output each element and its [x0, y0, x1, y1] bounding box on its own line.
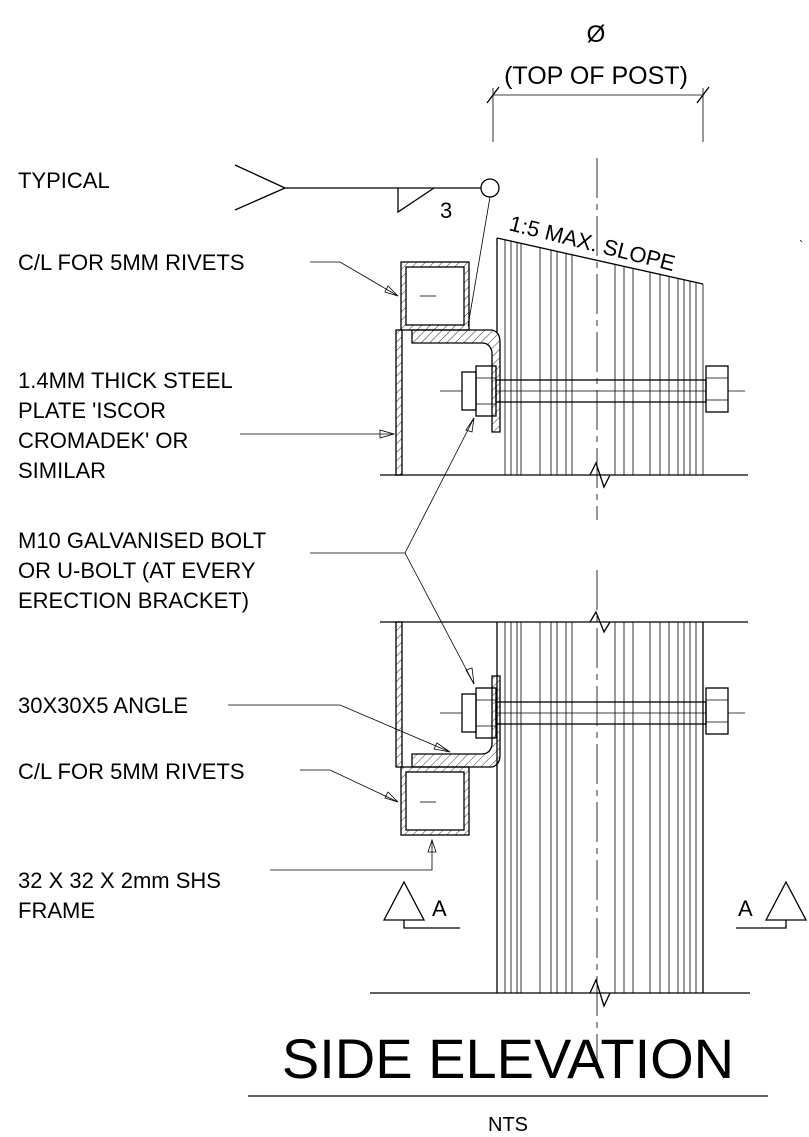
drawing-title: SIDE ELEVATION: [282, 1027, 734, 1090]
weld-all-around-circle: [480, 178, 500, 198]
weld-size: 3: [440, 198, 452, 223]
svg-text:OR U-BOLT (AT EVERY: OR U-BOLT (AT EVERY: [18, 558, 256, 583]
svg-text:CROMADEK' OR: CROMADEK' OR: [18, 428, 188, 453]
plate-label: 1.4MM THICK STEEL PLATE 'ISCOR CROMADEK'…: [18, 368, 233, 483]
steel-plate-upper: [395, 329, 403, 476]
shs-frame-lower: [400, 766, 470, 836]
frame-label: 32 X 32 X 2mm SHS FRAME: [18, 868, 221, 923]
bolt-lower: [440, 687, 745, 739]
svg-text:32 X 32 X 2mm SHS: 32 X 32 X 2mm SHS: [18, 868, 221, 893]
rivets-label-top: C/L FOR 5MM RIVETS: [18, 250, 245, 275]
section-right-label: A: [738, 896, 753, 921]
svg-text:SIMILAR: SIMILAR: [18, 458, 106, 483]
svg-text:1.4MM THICK STEEL: 1.4MM THICK STEEL: [18, 368, 233, 393]
shs-frame-upper: [400, 261, 470, 331]
post-dimension: Ø (TOP OF POST): [486, 21, 710, 142]
rivets-label-bottom: C/L FOR 5MM RIVETS: [18, 759, 245, 784]
svg-text:M10 GALVANISED BOLT: M10 GALVANISED BOLT: [18, 528, 266, 553]
section-marker-left: A: [382, 880, 460, 929]
leader-lines: [228, 261, 475, 871]
svg-text:ERECTION BRACKET): ERECTION BRACKET): [18, 588, 249, 613]
svg-text:PLATE 'ISCOR: PLATE 'ISCOR: [18, 398, 166, 423]
weld-symbol: 3: [234, 164, 500, 327]
weld-label: TYPICAL: [18, 168, 110, 193]
section-marker-right: A: [736, 880, 808, 929]
angle-lower: [411, 675, 501, 768]
dimension-label: (TOP OF POST): [504, 62, 688, 90]
post-upper-section: [380, 237, 803, 489]
section-left-label: A: [432, 896, 447, 921]
post-lower-section: [370, 610, 750, 1008]
steel-plate-lower: [395, 621, 403, 768]
bolt-label: M10 GALVANISED BOLT OR U-BOLT (AT EVERY …: [18, 528, 266, 613]
svg-text:FRAME: FRAME: [18, 898, 95, 923]
angle-upper: [411, 329, 501, 433]
slope-label: 1:5 MAX. SLOPE: [507, 211, 678, 276]
angle-label: 30X30X5 ANGLE: [18, 693, 188, 718]
diameter-symbol: Ø: [587, 21, 606, 48]
scale-label: NTS: [488, 1114, 528, 1136]
bolt-upper: [440, 365, 745, 417]
